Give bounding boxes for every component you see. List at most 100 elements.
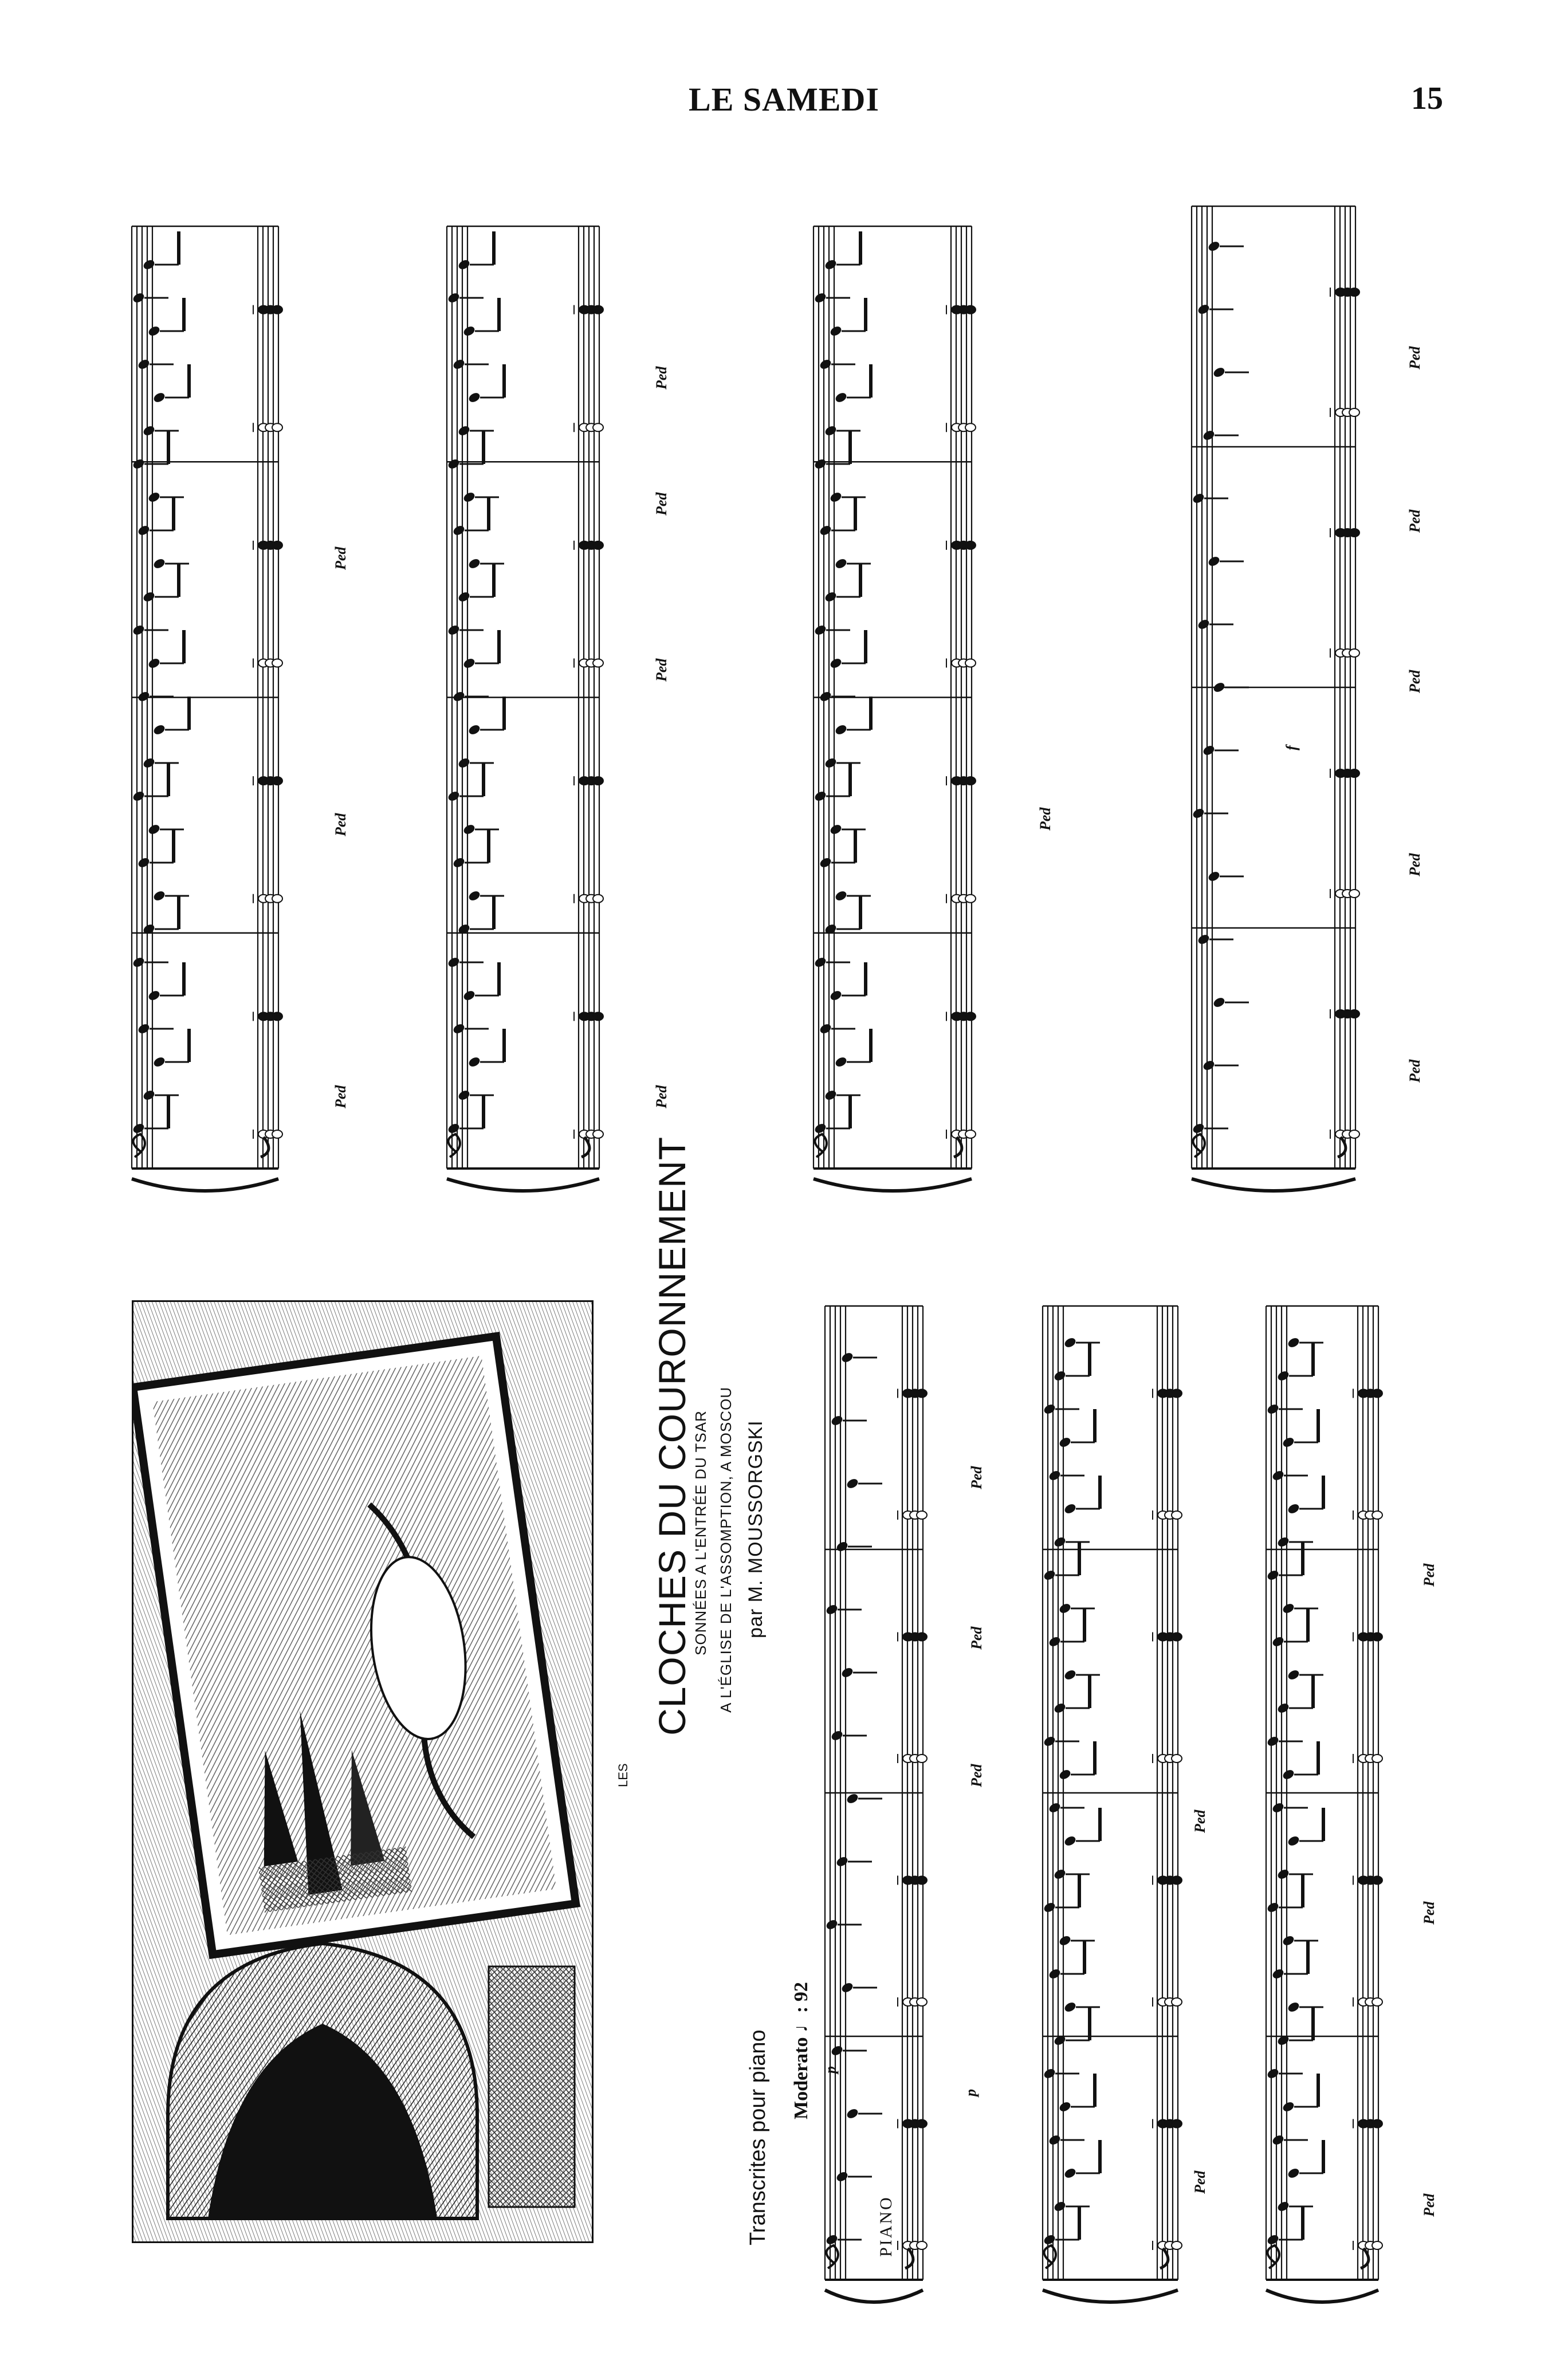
dynamic-marking: p bbox=[822, 2066, 839, 2074]
note-head bbox=[143, 1091, 155, 1100]
note-head bbox=[138, 692, 150, 701]
ped-marking: Ped bbox=[332, 813, 349, 836]
chord-note bbox=[916, 2241, 928, 2250]
note-head bbox=[820, 1024, 831, 1033]
note-head bbox=[469, 393, 480, 402]
chord-note bbox=[592, 1130, 604, 1139]
chord-note bbox=[272, 658, 283, 668]
note-head bbox=[815, 958, 826, 967]
note-head bbox=[1044, 1571, 1055, 1580]
note-head bbox=[143, 925, 155, 934]
chord-note bbox=[1371, 1754, 1383, 1763]
bass-clef bbox=[260, 1136, 270, 1159]
note-head bbox=[847, 1794, 858, 1803]
chord-note bbox=[272, 894, 283, 903]
note-head bbox=[1049, 1969, 1060, 1978]
note-head bbox=[1203, 431, 1215, 440]
chord-note bbox=[916, 1388, 928, 1398]
bass-clef bbox=[953, 1136, 964, 1159]
note-head bbox=[154, 1057, 165, 1067]
chord-note bbox=[1371, 1875, 1383, 1885]
note-head bbox=[815, 626, 826, 635]
note-head bbox=[836, 2172, 848, 2181]
note-head bbox=[469, 725, 480, 734]
note-head bbox=[836, 1542, 848, 1551]
chord-note bbox=[1171, 1632, 1182, 1642]
note-head bbox=[469, 559, 480, 568]
note-head bbox=[836, 1857, 848, 1866]
note-head bbox=[1203, 1061, 1215, 1070]
bell-arch bbox=[166, 1941, 576, 2220]
note-head bbox=[133, 958, 144, 967]
chord-note bbox=[1171, 1754, 1182, 1763]
note-head bbox=[1064, 2003, 1076, 2012]
note-head bbox=[1213, 368, 1225, 377]
note-head bbox=[154, 725, 165, 734]
note-head bbox=[1049, 1637, 1060, 1646]
note-head bbox=[1193, 494, 1204, 503]
chord-note bbox=[965, 658, 976, 668]
note-head bbox=[825, 426, 836, 435]
note-head bbox=[463, 326, 475, 336]
note-head bbox=[469, 1057, 480, 1067]
note-head bbox=[1267, 1571, 1279, 1580]
treble-clef bbox=[814, 1132, 828, 1158]
note-head bbox=[148, 825, 160, 834]
chord-note bbox=[916, 1875, 928, 1885]
note-head bbox=[138, 858, 150, 867]
ped-marking: Ped bbox=[1406, 509, 1423, 533]
note-head bbox=[815, 459, 826, 469]
chord-note bbox=[1349, 889, 1360, 898]
chord-note bbox=[1171, 2241, 1182, 2250]
note-head bbox=[1278, 2202, 1289, 2211]
chord-note bbox=[272, 540, 283, 550]
note-head bbox=[1059, 1936, 1071, 1945]
note-head bbox=[458, 925, 470, 934]
chord-note bbox=[592, 1012, 604, 1021]
system-brace bbox=[1042, 2288, 1179, 2304]
note-head bbox=[463, 659, 475, 668]
tempo-marking: Moderato ♩: 92 bbox=[791, 1982, 812, 2119]
system-brace bbox=[824, 2288, 924, 2304]
treble-clef bbox=[447, 1132, 461, 1158]
note-head bbox=[1064, 1836, 1076, 1846]
bell-illustration bbox=[132, 1300, 594, 2243]
chord-note bbox=[965, 776, 976, 786]
note-head bbox=[1059, 1770, 1071, 1779]
note-head bbox=[1283, 1604, 1294, 1613]
system-brace bbox=[813, 1177, 972, 1193]
system-brace bbox=[131, 1177, 279, 1193]
note-head bbox=[835, 559, 847, 568]
note-head bbox=[842, 1353, 853, 1362]
note-head bbox=[1288, 1338, 1299, 1347]
composer: par M. MOUSSORGSKI bbox=[745, 1420, 767, 1638]
note-head bbox=[1283, 1936, 1294, 1945]
note-head bbox=[1278, 1704, 1289, 1713]
note-head bbox=[1283, 1438, 1294, 1447]
note-head bbox=[820, 858, 831, 867]
page-number: 15 bbox=[1411, 81, 1443, 116]
note-head bbox=[1054, 1371, 1066, 1380]
note-head bbox=[1054, 1537, 1066, 1547]
note-head bbox=[1044, 1405, 1055, 1414]
chord-note bbox=[916, 2119, 928, 2129]
note-head bbox=[458, 260, 470, 269]
note-head bbox=[835, 1057, 847, 1067]
note-head bbox=[1278, 1870, 1289, 1879]
illustration-drawing bbox=[133, 1302, 592, 2241]
bass-clef bbox=[1359, 2247, 1370, 2270]
note-head bbox=[1208, 557, 1220, 566]
note-head bbox=[148, 493, 160, 502]
note-head bbox=[138, 1024, 150, 1033]
ped-marking: Ped bbox=[1192, 1809, 1208, 1833]
note-head bbox=[1208, 872, 1220, 881]
note-head bbox=[1054, 1704, 1066, 1713]
chord-note bbox=[1349, 648, 1360, 658]
note-head bbox=[1288, 2003, 1299, 2012]
note-head bbox=[154, 559, 165, 568]
ped-marking: Ped bbox=[1406, 346, 1423, 369]
chord-note bbox=[272, 305, 283, 314]
note-head bbox=[835, 393, 847, 402]
ped-marking: Ped bbox=[332, 1085, 349, 1108]
note-head bbox=[1049, 1803, 1060, 1812]
